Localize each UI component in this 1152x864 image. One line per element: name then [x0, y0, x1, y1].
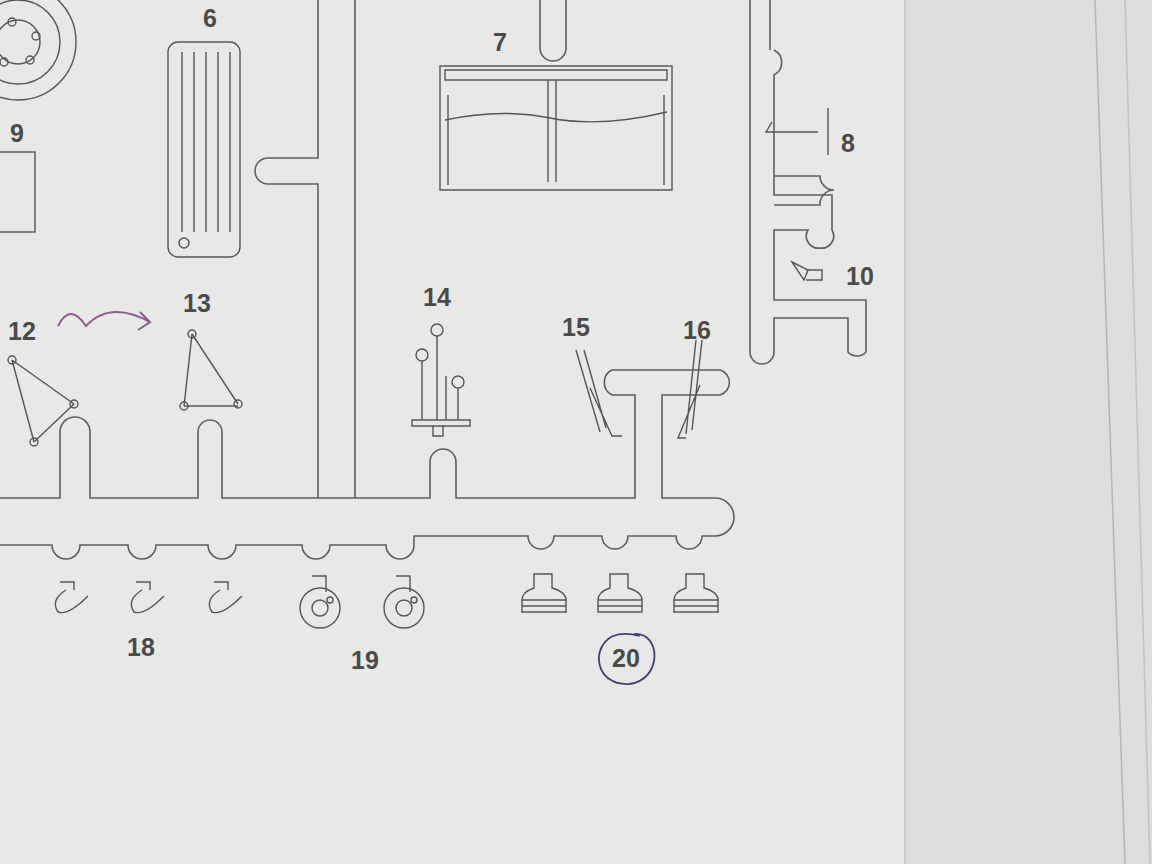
callout-number: 7: [493, 30, 507, 55]
callout-number: 13: [183, 291, 211, 316]
callout-number: 15: [562, 315, 590, 340]
callout-number: 20: [612, 646, 640, 671]
callout-number: 16: [683, 318, 711, 343]
callout-number: 9: [10, 121, 24, 146]
callout-number: 12: [8, 319, 36, 344]
callout-number: 10: [846, 264, 874, 289]
callout-number: 18: [127, 635, 155, 660]
runner: [0, 0, 866, 559]
callout-number: 6: [203, 6, 217, 31]
circled-number: 20: [592, 632, 660, 685]
pen-mark-arrow: [58, 312, 150, 330]
callout-number: 14: [423, 285, 451, 310]
callout-number: 8: [841, 131, 855, 156]
parts: [0, 0, 828, 628]
pen-circle-outline: [599, 633, 655, 683]
callout-number: 19: [351, 648, 379, 673]
